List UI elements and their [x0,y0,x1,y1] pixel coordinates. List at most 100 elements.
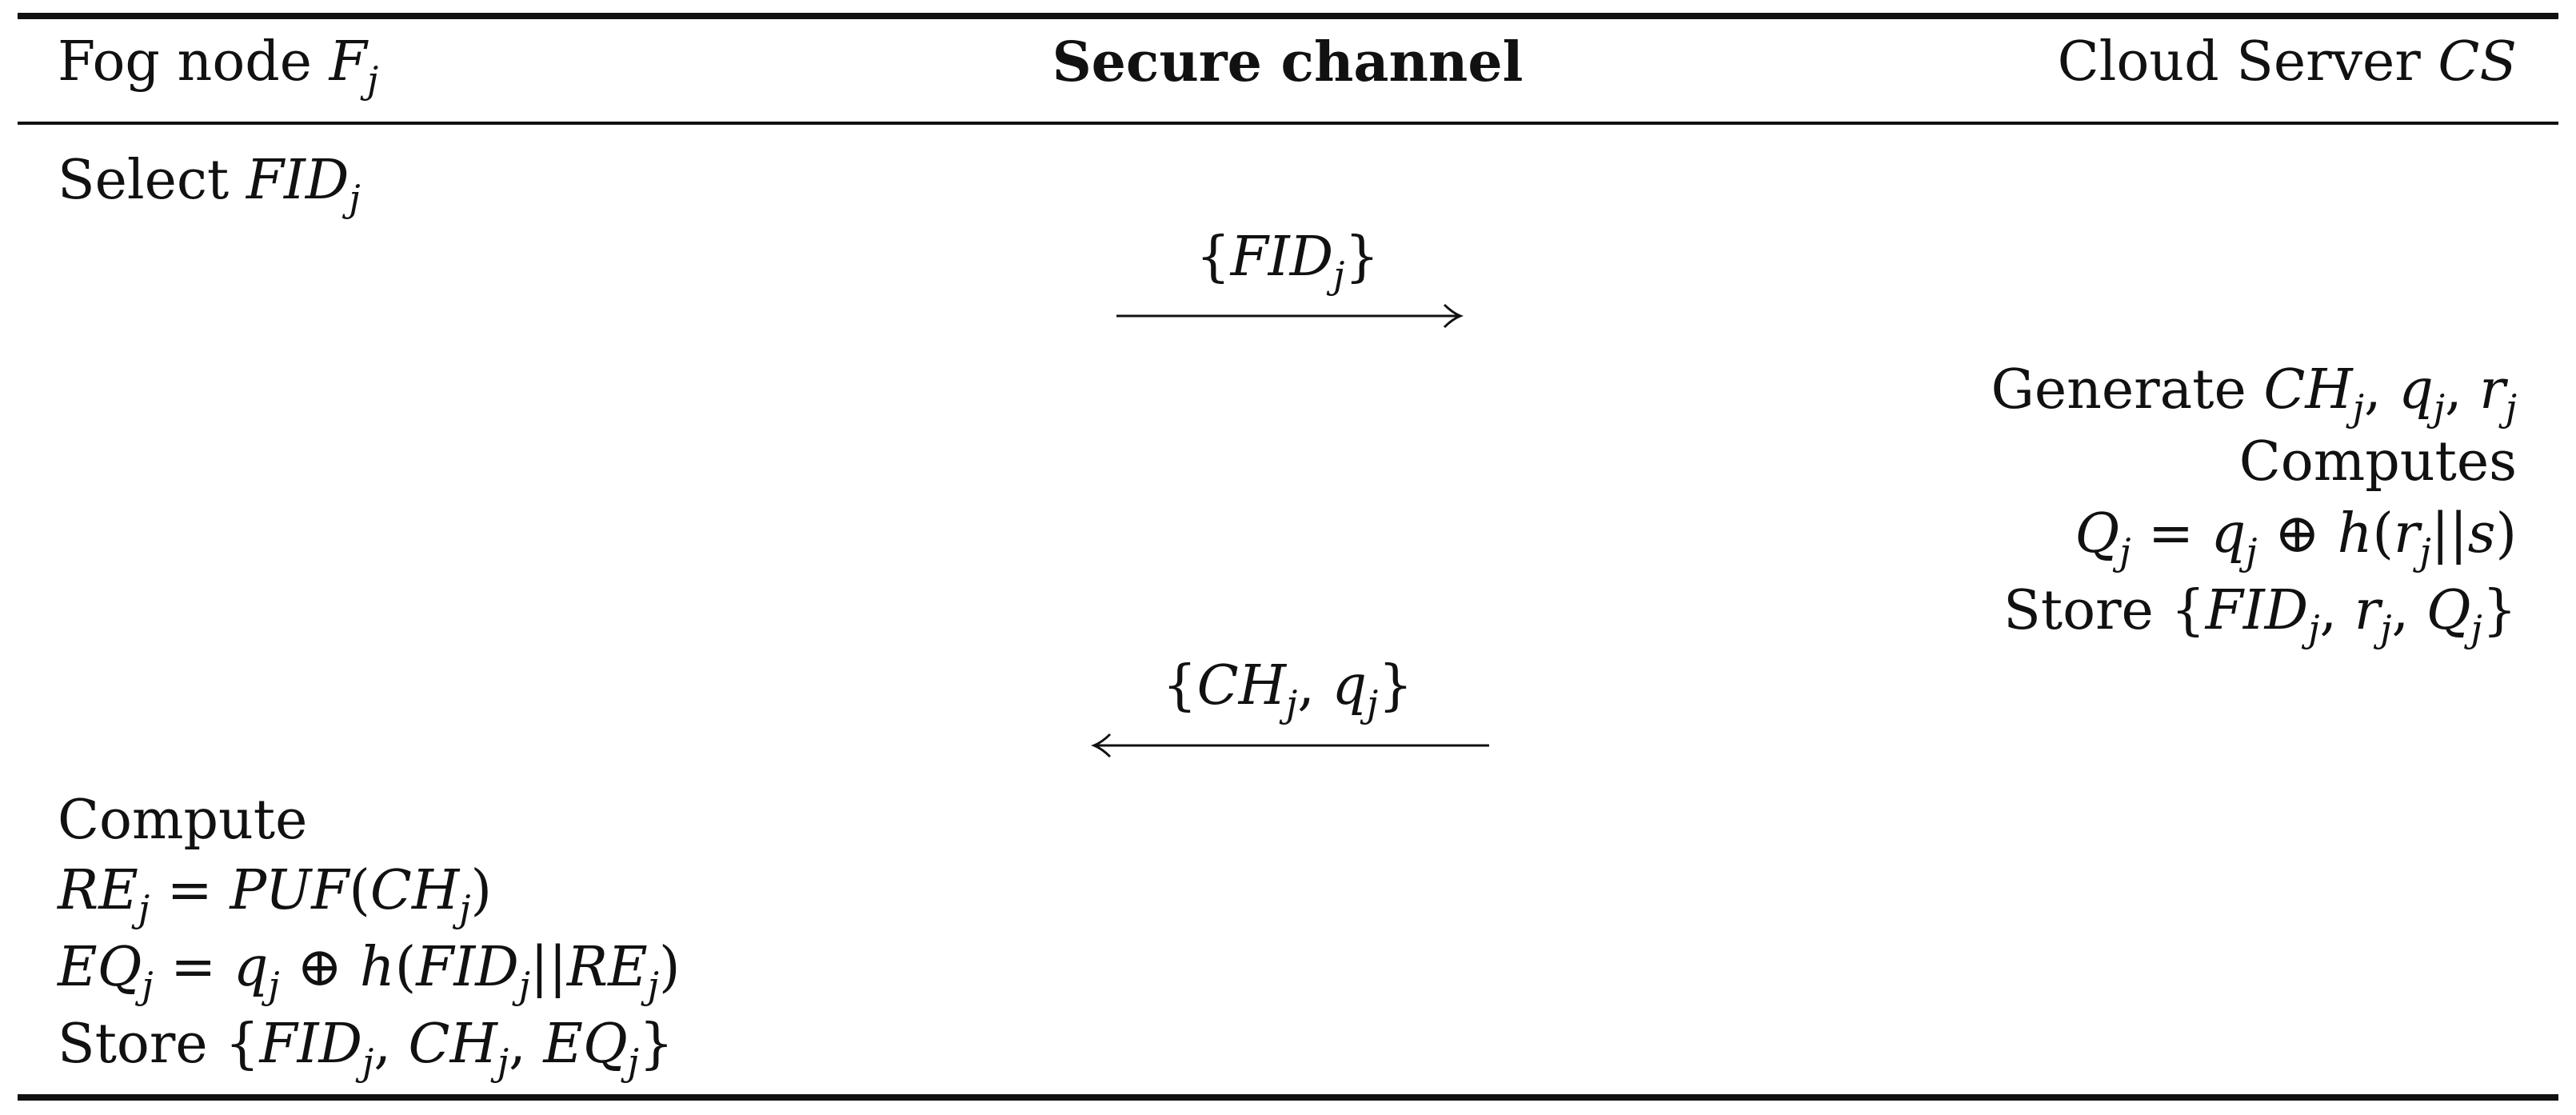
cloud-q-concat: || [2430,502,2468,565]
header-fog-node-label: Fog node [58,30,329,94]
fog-select-subscript: j [349,177,361,220]
cloud-store-r-subscript: j [2380,607,2392,650]
cloud-q-s: s [2467,502,2496,565]
fog-eq-lhs: EQ [58,936,142,999]
fog-store-fid-subscript: j [362,1041,374,1084]
fog-re-equation: REj = PUF(CHj) [58,859,493,927]
cloud-generate-r-subscript: j [2505,386,2517,430]
message-2-open-brace: { [1162,654,1197,717]
top-rule [18,13,2558,19]
cloud-q-open-paren: ( [2372,502,2394,565]
fog-eq-fid-subscript: j [518,964,531,1007]
fog-re-puf: PUF [230,859,349,922]
message-2-label: {CHj, qj} [968,654,1608,722]
message-2-ch-subscript: j [1286,682,1298,725]
header-fog-node: Fog node Fj [58,30,378,98]
fog-re-ch: CH [369,859,460,922]
message-1-fid-subscript: j [1333,254,1345,297]
cloud-store-fid: FID [2205,579,2309,642]
fog-eq-equation: EQj = qj ⊕ h(FIDj||REj) [58,936,681,1004]
fog-re-open-paren: ( [349,859,370,922]
fog-eq-lhs-subscript: j [142,964,154,1007]
cloud-generate-ch-subscript: j [2352,386,2364,430]
cloud-store-fid-subscript: j [2308,607,2320,650]
cloud-generate-comma-2: , [2444,358,2480,422]
cloud-computes-label: Computes [2239,430,2517,494]
message-1-label: {FIDj} [968,226,1608,294]
bottom-rule [18,1094,2558,1101]
fog-store-word: Store [58,1013,226,1076]
fog-compute-label: Compute [58,789,308,852]
cloud-generate-step: Generate CHj, qj, rj [1991,358,2518,426]
fog-store-open-brace: { [225,1013,260,1076]
message-1-fid: FID [1230,226,1334,289]
header-fog-node-symbol: F [329,30,367,94]
cloud-q-r: r [2393,502,2420,565]
message-2-ch: CH [1196,654,1287,717]
header-cloud-server-label: Cloud Server [2057,30,2438,94]
message-2-comma: , [1297,654,1332,717]
cloud-store-q: Q [2426,579,2471,642]
message-2-q: q [1332,654,1368,717]
cloud-q-equation: Qj = qj ⊕ h(rj||s) [2075,502,2517,570]
message-1-right-arrow-icon [1116,303,1464,329]
cloud-store-open-brace: { [2171,579,2206,642]
fog-eq-xor: ⊕ [279,936,360,999]
cloud-generate-ch: CH [2263,358,2353,422]
cloud-generate-comma-1: , [2363,358,2399,422]
fog-eq-re-subscript: j [647,964,659,1007]
cloud-q-lhs: Q [2075,502,2120,565]
fog-store-comma-2: , [509,1013,544,1076]
fog-store-close-brace: } [639,1013,674,1076]
cloud-q-r-subscript: j [2419,530,2431,573]
cloud-generate-r: r [2479,358,2506,422]
cloud-q-q-subscript: j [2246,530,2258,573]
fog-re-lhs-subscript: j [138,887,150,930]
message-2-q-subscript: j [1367,682,1379,725]
cloud-store-comma-2: , [2391,579,2426,642]
cloud-store-q-subscript: j [2470,607,2482,650]
cloud-q-xor: ⊕ [2257,502,2338,565]
fog-store-step: Store {FIDj, CHj, EQj} [58,1013,674,1081]
cloud-store-close-brace: } [2482,579,2517,642]
cloud-q-close-paren: ) [2495,502,2517,565]
message-1-close-brace: } [1344,226,1380,289]
fog-eq-fid: FID [416,936,519,999]
fog-store-eq: EQ [543,1013,628,1076]
fog-select-step: Select FIDj [58,149,361,217]
fog-store-ch: CH [408,1013,497,1076]
cloud-store-r: r [2354,579,2381,642]
message-1-open-brace: { [1196,226,1231,289]
message-2-left-arrow-icon [1090,733,1489,758]
fog-store-ch-subscript: j [497,1041,509,1084]
cloud-q-hash: h [2337,502,2373,565]
cloud-store-word: Store [2003,579,2171,642]
fog-re-equals: = [150,859,230,922]
message-2-close-brace: } [1378,654,1413,717]
cloud-generate-q-subscript: j [2433,386,2445,430]
cloud-q-equals: = [2131,502,2211,565]
fog-store-comma-1: , [373,1013,409,1076]
fog-re-close-paren: ) [470,859,493,922]
header-cloud-server: Cloud Server CS [2058,30,2517,94]
fog-store-eq-subscript: j [627,1041,640,1084]
cloud-q-q: q [2211,502,2247,565]
fog-eq-open-paren: ( [394,936,417,999]
cloud-store-comma-1: , [2319,579,2354,642]
fog-select-symbol: FID [246,149,349,212]
header-cloud-server-symbol: CS [2438,30,2517,94]
fog-eq-concat: || [530,936,567,999]
fog-eq-re: RE [566,936,648,999]
cloud-generate-word: Generate [1991,358,2264,422]
header-secure-channel: Secure channel [1052,30,1524,94]
fog-eq-close-paren: ) [658,936,681,999]
fog-eq-q-subscript: j [268,964,280,1007]
header-fog-node-subscript: j [366,58,379,102]
fog-eq-equals: = [153,936,234,999]
fog-store-fid: FID [259,1013,363,1076]
fog-re-ch-subscript: j [459,887,471,930]
header-rule [18,122,2558,125]
fog-select-word: Select [58,149,246,212]
cloud-store-step: Store {FIDj, rj, Qj} [2003,579,2517,647]
fog-eq-q: q [233,936,269,999]
